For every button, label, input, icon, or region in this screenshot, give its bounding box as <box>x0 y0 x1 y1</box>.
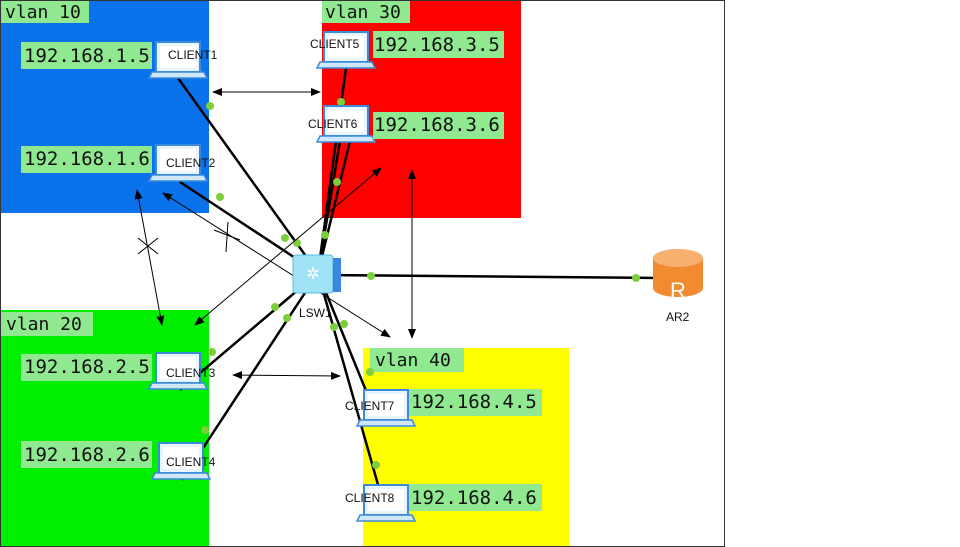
client-ip: 192.168.2.5 <box>24 356 150 378</box>
client-6[interactable]: CLIENT6 192.168.3.6 <box>308 105 504 143</box>
client-ip: 192.168.3.5 <box>374 34 500 56</box>
client-name: CLIENT3 <box>166 366 216 380</box>
traffic-arrows <box>134 88 416 380</box>
client-name: CLIENT5 <box>310 37 360 51</box>
client-name: CLIENT1 <box>168 48 218 62</box>
client-name: CLIENT2 <box>166 156 216 170</box>
client-ip: 192.168.4.6 <box>411 487 537 509</box>
client-name: CLIENT7 <box>345 399 395 413</box>
client-7[interactable]: CLIENT7 192.168.4.5 <box>345 389 542 427</box>
switch-icon: ✲ <box>306 266 319 283</box>
switch-lsw1[interactable]: ✲ LSW1 <box>292 254 341 320</box>
vlan-20-region: vlan 20 <box>1 310 209 546</box>
client-ip: 192.168.3.6 <box>374 114 500 136</box>
vlan-label: vlan 30 <box>325 2 401 23</box>
switch-label: LSW1 <box>299 306 332 320</box>
vlan-label: vlan 20 <box>6 314 82 335</box>
vlan-label: vlan 40 <box>375 350 451 371</box>
client-ip: 192.168.4.5 <box>411 391 537 413</box>
client-ip: 192.168.1.6 <box>24 148 150 170</box>
client-2[interactable]: CLIENT2 192.168.1.6 <box>21 144 216 182</box>
client-name: CLIENT6 <box>308 117 358 131</box>
router-label: AR2 <box>666 310 690 324</box>
vlan-label: vlan 10 <box>5 2 81 23</box>
client-ip: 192.168.2.6 <box>24 444 150 466</box>
router-icon: R <box>670 278 686 303</box>
client-ip: 192.168.1.5 <box>24 45 150 67</box>
client-4[interactable]: CLIENT4 192.168.2.6 <box>21 441 216 480</box>
client-1[interactable]: CLIENT1 192.168.1.5 <box>21 41 218 79</box>
router-ar2[interactable]: R AR2 <box>653 249 703 324</box>
vlan-10-region: vlan 10 <box>1 1 209 213</box>
client-name: CLIENT4 <box>166 455 216 469</box>
client-8[interactable]: CLIENT8 192.168.4.6 <box>345 484 542 522</box>
client-3[interactable]: CLIENT3 192.168.2.5 <box>21 352 216 390</box>
client-5[interactable]: CLIENT5 192.168.3.5 <box>310 31 504 69</box>
client-name: CLIENT8 <box>345 491 395 505</box>
